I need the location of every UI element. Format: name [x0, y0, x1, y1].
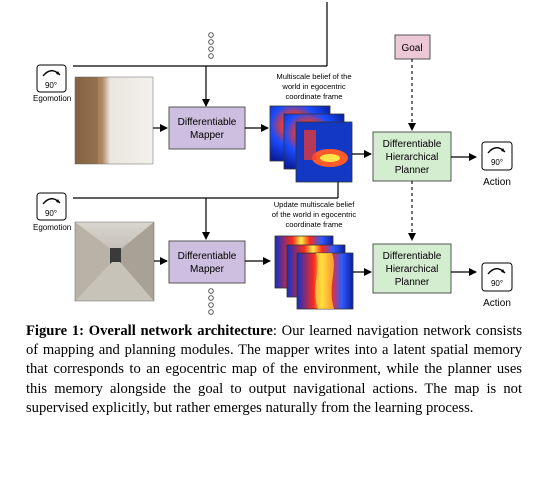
action-label-1: Action [483, 177, 511, 188]
svg-text:of the world in egocentric: of the world in egocentric [272, 210, 357, 219]
camera-image-2 [74, 221, 155, 302]
belief-maps-top [269, 105, 353, 183]
planner-box-2: Differentiable Hierarchical Planner [372, 243, 452, 294]
belief-label-top: Multiscale belief of the world in egocen… [276, 72, 351, 101]
svg-text:Mapper: Mapper [190, 264, 225, 275]
figure-caption: Figure 1: Overall network architecture: … [26, 322, 522, 418]
svg-text:90°: 90° [491, 279, 503, 288]
planner-box-1: Differentiable Hierarchical Planner [372, 131, 452, 182]
egomotion-label-2: Egomotion [33, 223, 71, 232]
egomotion-label-1: Egomotion [33, 94, 71, 103]
svg-text:Planner: Planner [395, 277, 430, 288]
caption-body: : Our learned navigation network consist… [26, 323, 523, 416]
mapper-box-1: Differentiable Mapper [168, 106, 246, 150]
svg-text:90°: 90° [45, 81, 57, 90]
ellipsis-dots-bottom [208, 288, 214, 315]
svg-text:90°: 90° [45, 209, 57, 218]
svg-text:Planner: Planner [395, 165, 430, 176]
svg-text:world in egocentric: world in egocentric [281, 82, 346, 91]
svg-text:coordinate frame: coordinate frame [286, 92, 343, 101]
egomotion-icon-2: 90° [36, 192, 67, 221]
action-icon-2: 90° [481, 262, 513, 292]
svg-text:Differentiable: Differentiable [383, 139, 442, 150]
camera-image-1 [74, 76, 154, 165]
action-icon-1: 90° [481, 141, 513, 171]
belief-label-bottom: Update multiscale belief of the world in… [272, 200, 357, 229]
ellipsis-dots-top [208, 32, 214, 59]
svg-text:Differentiable: Differentiable [383, 251, 442, 262]
architecture-diagram: 90° Egomotion Differentiable Mapper Mult… [33, 2, 513, 315]
mapper-box-2: Differentiable Mapper [168, 240, 246, 284]
svg-text:Goal: Goal [401, 43, 422, 54]
goal-box: Goal [394, 34, 431, 60]
svg-text:Differentiable: Differentiable [178, 117, 237, 128]
svg-text:Mapper: Mapper [190, 130, 225, 141]
svg-text:Differentiable: Differentiable [178, 251, 237, 262]
svg-text:Hierarchical: Hierarchical [386, 152, 439, 163]
svg-text:Update multiscale belief: Update multiscale belief [274, 200, 356, 209]
svg-text:Multiscale belief of the: Multiscale belief of the [276, 72, 351, 81]
svg-text:90°: 90° [491, 158, 503, 167]
caption-title: Figure 1: Overall network architecture [26, 323, 273, 339]
belief-maps-bottom [274, 235, 354, 310]
svg-text:coordinate frame: coordinate frame [286, 220, 343, 229]
action-label-2: Action [483, 298, 511, 309]
egomotion-icon-1: 90° [36, 64, 67, 93]
svg-text:Hierarchical: Hierarchical [386, 264, 439, 275]
